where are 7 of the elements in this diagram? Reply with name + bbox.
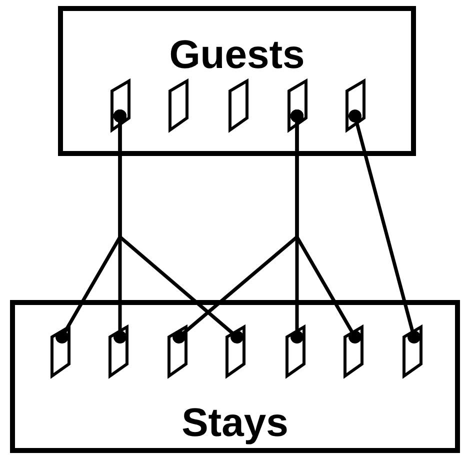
entity-box [58,6,416,156]
relationship-line [114,110,244,344]
relationship-line [290,110,362,344]
entity-title: Stays [180,401,290,445]
relationship-line [348,110,420,344]
entity-box [10,300,460,453]
entity-title: Guests [168,33,306,77]
